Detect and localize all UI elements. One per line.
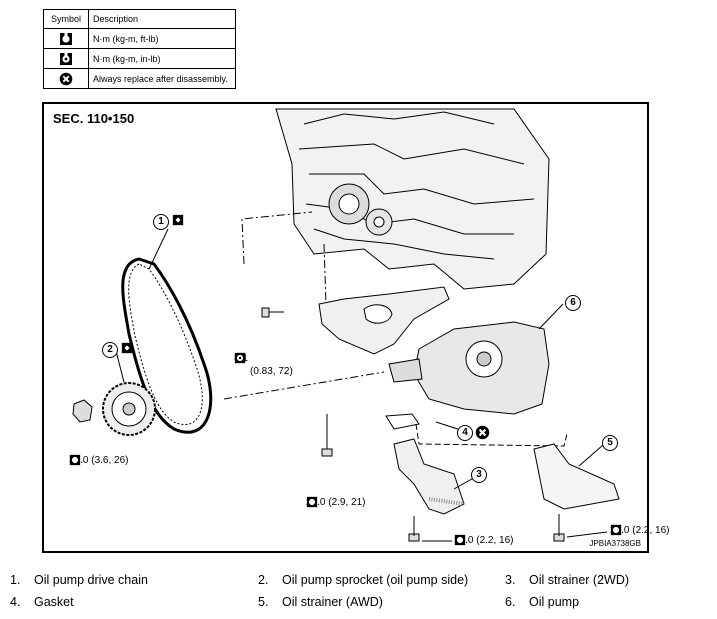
callout-2: 2: [102, 342, 118, 358]
torque-wrench-ftlb-icon: [306, 496, 318, 508]
diagram-artwork: [72, 108, 620, 542]
part-item: 1.Oil pump drive chain: [10, 573, 148, 587]
torque-wrench-ftlb-icon: [69, 454, 81, 466]
torque-label-strainer-left: 22.0 (2.2, 16): [454, 534, 513, 547]
legend-desc-inlb: N·m (kg-m, in-lb): [88, 48, 236, 69]
torque-wrench-inlb-icon: [234, 352, 246, 364]
torque-value-strainer-right: 22.0 (2.2, 16): [610, 525, 670, 536]
part-item: 6.Oil pump: [505, 595, 580, 609]
torque-value-strainer-left: 22.0 (2.2, 16): [454, 535, 514, 546]
engine-block: [275, 108, 550, 290]
gasket-outline: [385, 413, 420, 430]
legend-header-symbol: Symbol: [43, 9, 89, 29]
bolt-strainer-right: [553, 514, 565, 542]
torque-value-nut: 35.0 (3.6, 26): [69, 455, 129, 466]
callout-6: 6: [565, 295, 581, 311]
replace-x-icon: [59, 72, 73, 85]
part-item: 2.Oil pump sprocket (oil pump side): [258, 573, 469, 587]
torque-wrench-inlb-icon: [60, 52, 72, 65]
legend-header-description: Description: [88, 9, 236, 29]
callout-3: 3: [471, 467, 487, 483]
torque-value-bolt-units: (0.83, 72): [250, 366, 293, 377]
part-item: 5.Oil strainer (AWD): [258, 595, 383, 609]
oil-pump-drive-chain: [121, 257, 213, 434]
oil-pump-sprocket: [102, 382, 156, 436]
torque-value-center-bolt: 28.0 (2.9, 21): [306, 497, 366, 508]
sprocket-nut: [72, 399, 93, 423]
torque-label-bolt: 8.1 (0.83, 72): [234, 352, 293, 378]
callout-4: 4: [457, 425, 473, 441]
bolt-strainer-left: [408, 516, 420, 542]
symbol-legend-table: Symbol Description N·m (kg-m, ft-lb) N·m…: [43, 9, 236, 89]
replace-chain-icon: [172, 214, 184, 226]
torque-label-strainer-right: 22.0 (2.2, 16): [610, 524, 669, 537]
exploded-diagram: SEC. 110•150 1 2 3 4 5 6 8.1 (0.83, 72) …: [42, 102, 669, 553]
part-item: 4.Gasket: [10, 595, 74, 609]
callout-5: 5: [602, 435, 618, 451]
section-label: SEC. 110•150: [53, 111, 135, 126]
legend-desc-replace: Always replace after disassembly.: [88, 68, 236, 89]
replace-sprocket-icon: [121, 342, 133, 354]
oil-strainer-2wd: [393, 438, 465, 515]
oil-strainer-awd: [533, 443, 620, 510]
legend-desc-ftlb: N·m (kg-m, ft-lb): [88, 28, 236, 49]
part-item: 3.Oil strainer (2WD): [505, 573, 630, 587]
replace-x-icon: [475, 425, 490, 440]
bolt-center: [321, 414, 333, 457]
torque-label-center-bolt: 28.0 (2.9, 21): [306, 496, 365, 509]
torque-wrench-ftlb-icon: [454, 534, 466, 546]
callout-1: 1: [153, 214, 169, 230]
bolt-left: [261, 307, 284, 318]
torque-wrench-ftlb-icon: [60, 32, 72, 45]
torque-label-nut: 35.0 (3.6, 26): [69, 454, 128, 467]
image-code: JPBIA3738GB: [589, 539, 641, 548]
torque-wrench-ftlb-icon: [610, 524, 622, 536]
